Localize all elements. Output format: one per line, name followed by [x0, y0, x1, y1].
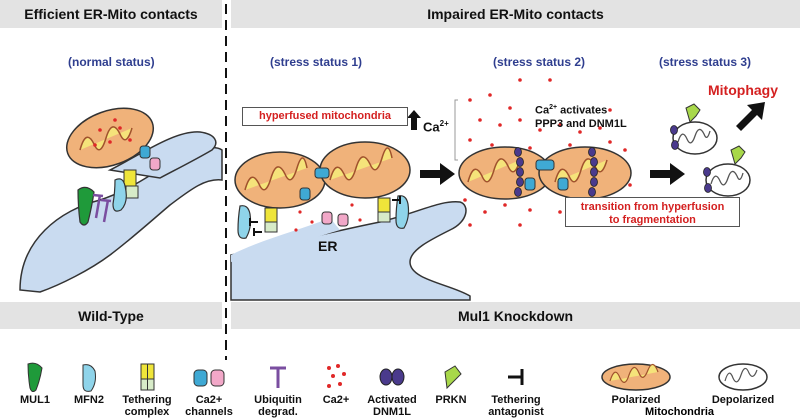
legend-label: Tethering: [122, 394, 172, 406]
tethering-antagonist-icon: [508, 369, 524, 385]
wt-mfn2: [112, 178, 127, 212]
legend-label2: channels: [185, 406, 233, 418]
mfn2-icon: [82, 364, 96, 392]
legend-label2: complex: [124, 406, 170, 418]
mitophagy-label: Mitophagy: [708, 82, 778, 98]
legend-label2: antagonist: [488, 406, 544, 418]
wt-mitochondrion: [65, 107, 155, 169]
arrow-to-mitophagy: [736, 102, 765, 131]
legend-label: Ubiquitin: [254, 394, 302, 406]
legend-label: Depolarized: [711, 394, 775, 406]
status-stress1: (stress status 1): [270, 55, 363, 69]
transition-line2: to fragmentation: [609, 214, 696, 226]
legend-label: Ca2+: [195, 394, 223, 406]
legend-label: Tethering: [491, 394, 541, 406]
legend-mul1: MUL1: [12, 362, 58, 406]
diagram-canvas: [19, 4, 765, 360]
footer-left: Wild-Type: [0, 302, 222, 329]
legend-label: Polarized: [611, 394, 661, 406]
calcium-up-text: Ca: [423, 119, 440, 135]
calcium-up-sup: 2+: [439, 119, 449, 128]
depolarized-mito-a: [672, 121, 718, 155]
ca-channels-icon: [193, 369, 225, 387]
legend-dnm1l: Activated DNM1L: [362, 362, 422, 418]
status-normal: (normal status): [68, 55, 155, 69]
header-left: Efficient ER-Mito contacts: [0, 0, 222, 28]
legend-mitochondria-shared: Mitochondria: [645, 406, 715, 418]
status-stress3: (stress status 3): [659, 55, 752, 69]
arrow-stress1-to-2: [420, 163, 455, 185]
er-label: ER: [318, 238, 338, 254]
ubiquitin-degradation-icon: [270, 366, 286, 388]
calcium-dots-icon: [327, 364, 346, 388]
legend-label: MFN2: [74, 394, 104, 406]
depolarized-mito-b: [705, 163, 751, 197]
footer-right: Mul1 Knockdown: [231, 302, 800, 329]
arrow-stress2-to-3: [650, 163, 685, 185]
prkn-a: [685, 103, 701, 123]
legend-depolarized: Depolarized: [700, 362, 786, 406]
depolarized-mitochondria-icon: [718, 363, 768, 391]
prkn-icon: [444, 365, 462, 390]
legend-tethering-complex: Tethering complex: [117, 362, 177, 418]
legend-ubiquitin: Ubiquitin degrad.: [248, 362, 308, 418]
activates-line1: Ca2+ activates: [535, 104, 608, 117]
legend-polarized: Polarized: [598, 362, 674, 406]
legend-mfn2: MFN2: [66, 362, 112, 406]
hyperfused-box: hyperfused mitochondria: [242, 107, 408, 126]
legend-tethering-antagonist: Tethering antagonist: [483, 362, 549, 418]
activated-dnm1l-icon: [379, 368, 405, 386]
polarized-mitochondria-icon: [601, 363, 671, 391]
wt-mul1: [77, 186, 95, 226]
calcium-cloud: [463, 78, 632, 227]
calcium-up-label: Ca2+: [423, 117, 449, 133]
legend-label: Ca2+: [322, 394, 350, 406]
tethering-complex-icon: [140, 363, 155, 391]
header-right: Impaired ER-Mito contacts: [231, 0, 800, 28]
status-stress2: (stress status 2): [493, 55, 586, 69]
legend-label2: DNM1L: [373, 406, 411, 418]
activates-note: Ca2+ activates PPP3 and DNM1L: [535, 101, 627, 131]
legend-ca-channels: Ca2+ channels: [181, 362, 237, 418]
legend-label: Activated: [367, 394, 417, 406]
legend-label: MUL1: [20, 394, 50, 406]
transition-box: transition from hyperfusion to fragmenta…: [565, 197, 740, 227]
legend-prkn: PRKN: [426, 362, 476, 406]
legend-label2: degrad.: [258, 406, 298, 418]
mul1-icon: [27, 362, 43, 392]
legend-calcium: Ca2+: [316, 362, 356, 406]
activates-line2: PPP3 and DNM1L: [535, 117, 627, 130]
transition-line1: transition from hyperfusion: [580, 201, 725, 213]
dnm1l-rings: [514, 147, 598, 197]
fragmenting-mito-b: [538, 146, 632, 200]
legend-label: PRKN: [435, 394, 467, 406]
prkn-b: [730, 145, 746, 165]
